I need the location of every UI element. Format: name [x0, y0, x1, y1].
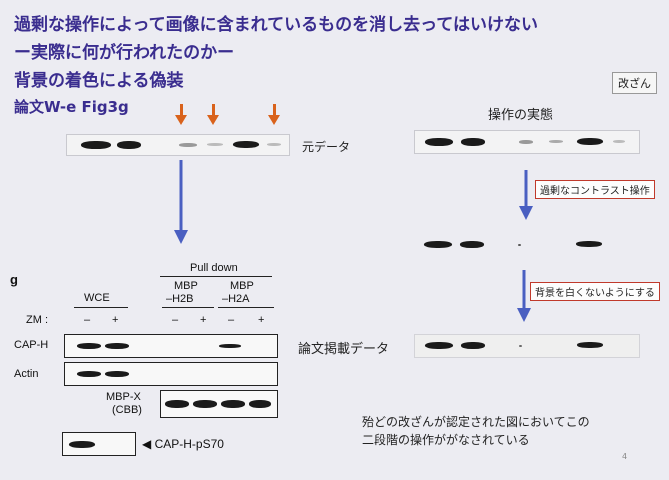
falsification-tag: 改ざん: [612, 72, 657, 94]
mbp-h2b-label-1: MBP: [174, 280, 198, 292]
published-blot-strip: [414, 334, 640, 358]
blue-down-arrow-right-1: [519, 170, 533, 220]
contrast-step-label: 過剰なコントラスト操作: [535, 180, 655, 199]
zm-sign-6: +: [258, 314, 265, 326]
mbp-x-blot: [160, 390, 278, 418]
cap-h-ps70-blot: [62, 432, 136, 456]
slide-title-line2: ー実際に何が行われたのかー: [14, 43, 235, 63]
zm-sign-1: –: [84, 314, 91, 326]
high-contrast-blot-strip: [414, 234, 638, 256]
original-data-label: 元データ: [302, 140, 351, 154]
slide-title-line1: 過剰な操作によって画像に含まれているものを消し去ってはいけない: [14, 15, 538, 35]
zm-sign-2: +: [112, 314, 119, 326]
mbp-h2a-divider: [218, 307, 274, 308]
blue-down-arrow-right-2: [517, 270, 531, 322]
row-label-cbb: (CBB): [112, 404, 142, 416]
actin-blot: [64, 362, 278, 386]
row-label-cap-h-ps70: ◀ CAP-H-pS70: [142, 437, 224, 451]
mbp-h2a-label-1: MBP: [230, 280, 254, 292]
original-blot-strip: [66, 134, 290, 156]
zm-label: ZM :: [26, 314, 48, 326]
cap-h-blot: [64, 334, 278, 358]
note-line-1: 殆どの改ざんが認定された図においてこの: [362, 415, 590, 429]
note-line-2: 二段階の操作ががなされている: [362, 433, 530, 447]
actual-blot-strip-1: [414, 130, 640, 154]
mbp-h2b-divider: [162, 307, 214, 308]
blue-down-arrow-left: [174, 160, 188, 244]
paper-figure-ref: 論文W-e Fig3g: [14, 98, 129, 116]
mbp-h2a-label-2: –H2A: [222, 293, 250, 305]
wce-divider: [74, 307, 128, 308]
wce-label: WCE: [84, 292, 110, 304]
row-label-mbp-x: MBP-X: [106, 391, 141, 403]
zm-sign-3: –: [172, 314, 179, 326]
zm-sign-4: +: [200, 314, 207, 326]
slide-title-line3: 背景の着色による偽装: [14, 71, 184, 91]
row-label-cap-h: CAP-H: [14, 339, 49, 351]
page-number: 4: [622, 452, 628, 461]
background-step-label: 背景を白くないようにする: [530, 282, 660, 301]
pull-down-divider: [160, 276, 272, 277]
pull-down-label: Pull down: [190, 262, 238, 274]
figure-panel-letter: g: [10, 272, 18, 287]
zm-sign-5: –: [228, 314, 235, 326]
actual-operation-label: 操作の実態: [488, 108, 554, 123]
row-label-actin: Actin: [14, 368, 39, 380]
mbp-h2b-label-2: –H2B: [166, 293, 194, 305]
published-data-label: 論文掲載データ: [298, 342, 390, 357]
